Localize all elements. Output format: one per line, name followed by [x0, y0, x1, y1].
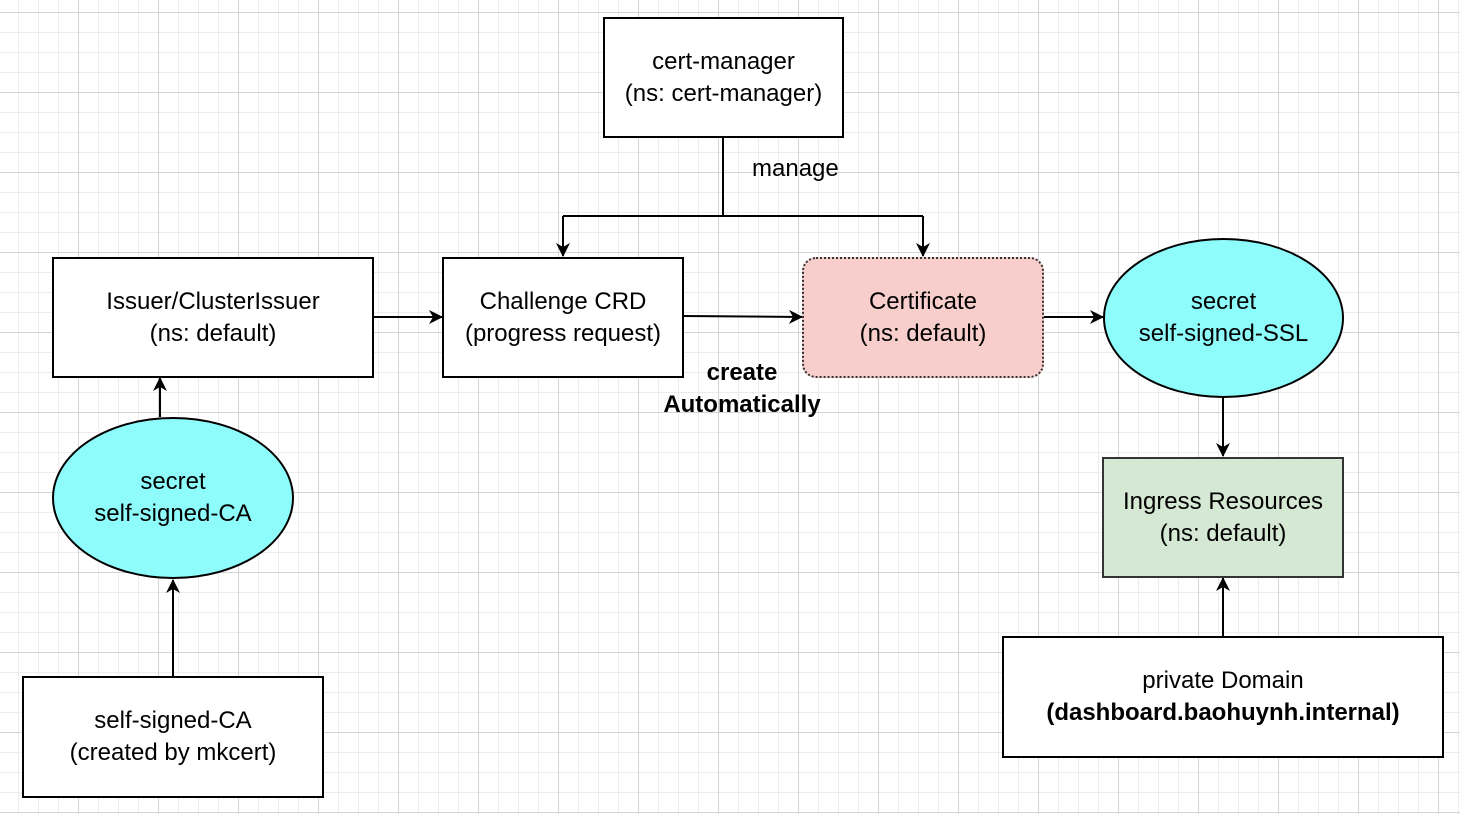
private-domain-node[interactable]: private Domain (dashboard.baohuynh.inter…: [1002, 636, 1444, 758]
private-domain-title: private Domain: [1142, 667, 1304, 694]
issuer-node[interactable]: Issuer/ClusterIssuer (ns: default): [52, 257, 374, 378]
create-automatically-label: create Automatically: [642, 357, 842, 421]
self-signed-ca-origin: (created by mkcert): [69, 739, 277, 766]
edge-challenge-to-certificate: [682, 309, 803, 324]
certificate-namespace: (ns: default): [859, 319, 987, 347]
secret-ssl-kind: secret: [1190, 288, 1257, 315]
issuer-title: Issuer/ClusterIssuer: [106, 287, 320, 315]
certificate-node[interactable]: Certificate (ns: default): [802, 257, 1044, 378]
challenge-title: Challenge CRD: [479, 287, 647, 315]
secret-ca-kind: secret: [140, 468, 206, 495]
ingress-namespace: (ns: default): [1159, 519, 1287, 547]
cert-manager-namespace: (ns: cert-manager): [624, 79, 823, 107]
cert-manager-node[interactable]: cert-manager (ns: cert-manager): [603, 17, 844, 138]
manage-edge-label: manage: [752, 155, 839, 182]
secret-ca-node[interactable]: secret self-signed-CA: [52, 417, 294, 579]
certificate-title: Certificate: [868, 287, 978, 315]
challenge-subtitle: (progress request): [464, 319, 662, 347]
challenge-crd-node[interactable]: Challenge CRD (progress request): [442, 257, 684, 378]
ingress-resources-node[interactable]: Ingress Resources (ns: default): [1102, 457, 1344, 578]
create-label-line2: Automatically: [663, 391, 821, 418]
secret-ca-name: self-signed-CA: [94, 500, 252, 527]
issuer-namespace: (ns: default): [149, 319, 277, 347]
self-signed-ca-node[interactable]: self-signed-CA (created by mkcert): [22, 676, 324, 798]
self-signed-ca-title: self-signed-CA: [94, 707, 252, 734]
secret-ssl-name: self-signed-SSL: [1138, 320, 1309, 347]
cert-manager-title: cert-manager: [652, 47, 795, 75]
ingress-title: Ingress Resources: [1122, 487, 1324, 515]
secret-ssl-node[interactable]: secret self-signed-SSL: [1103, 238, 1344, 398]
create-label-line1: create: [706, 359, 778, 386]
private-domain-host: (dashboard.baohuynh.internal): [1046, 699, 1400, 726]
